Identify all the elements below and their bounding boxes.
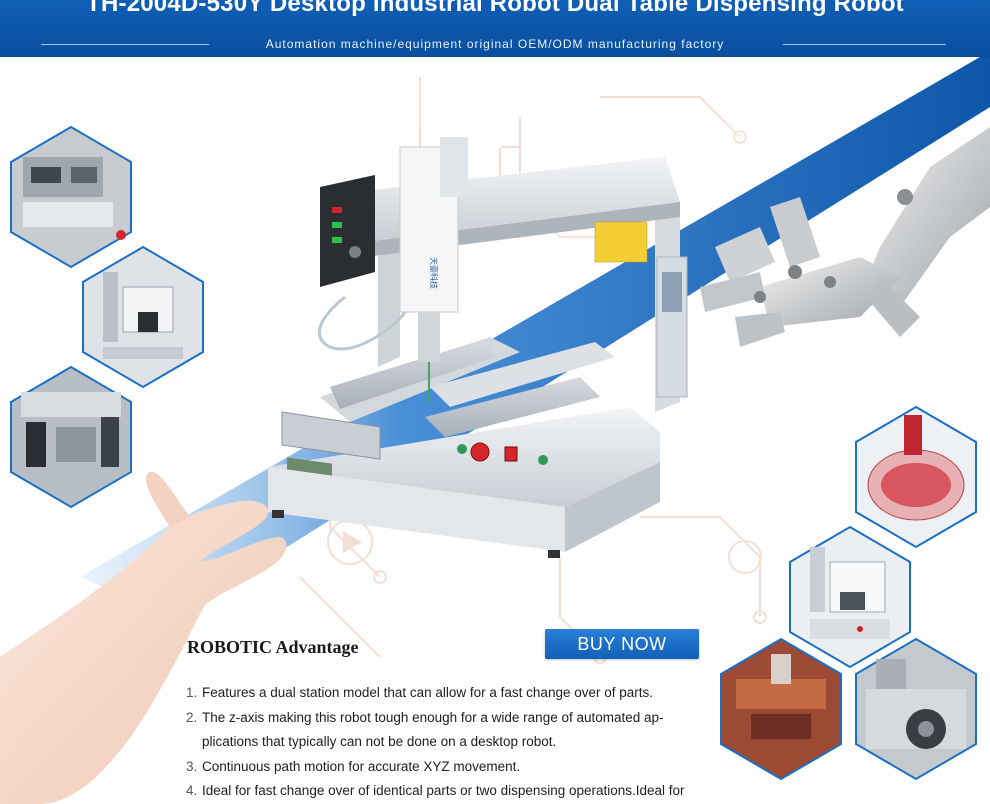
hex-photo-1 [10,125,132,269]
feature-item: 2.The z-axis making this robot tough eno… [186,706,706,755]
hex-photo-7 [855,637,977,781]
feature-number: 3. [186,758,198,774]
feature-text: Features a dual station model that can a… [202,685,654,700]
advantage-title: ROBOTIC Advantage [187,637,359,657]
feature-text: Ideal for fast change over of identical … [202,783,685,799]
hex-photo-4 [855,405,977,549]
hex-photo-5 [789,525,911,669]
feature-item: 1. Features a dual station model that can… [186,681,706,706]
feature-number: 1. [186,685,198,700]
feature-item: 4.Ideal for fast change over of identica… [186,779,706,804]
feature-text: The z-axis making this robot tough enoug… [202,709,664,750]
feature-item: 3.Continuous path motion for accurate XY… [186,755,706,780]
hero-stage: 天豪科技 [0,57,990,804]
buy-now-button[interactable]: BUY NOW [545,629,699,659]
hex-photo-6 [720,637,842,781]
emergency-stop-icon [470,442,490,462]
feature-number: 4. [186,783,198,799]
page-title: TH-2004D-530Y Desktop Industrial Robot D… [86,0,904,17]
header-divider-right [783,44,946,45]
header-bar: TH-2004D-530Y Desktop Industrial Robot D… [0,0,990,57]
hex-photo-3 [10,365,132,509]
dispensing-robot [268,137,688,558]
feature-number: 2. [186,709,198,725]
feature-list: 1. Features a dual station model that can… [186,681,706,804]
control-panel-icon [281,411,381,476]
power-switch-icon [504,446,518,462]
blue-sash-highlight [140,57,880,497]
robot-head-label: 天豪科技 [429,257,439,289]
robot-hand-icon [700,127,990,347]
human-hand-icon [0,471,287,804]
header-divider-left [41,44,209,45]
feature-text: Continuous path motion for accurate XYZ … [202,758,521,774]
hex-photo-2 [82,245,204,389]
page-subtitle: Automation machine/equipment original OE… [265,37,725,51]
hero-background: 天豪科技 [0,57,990,804]
